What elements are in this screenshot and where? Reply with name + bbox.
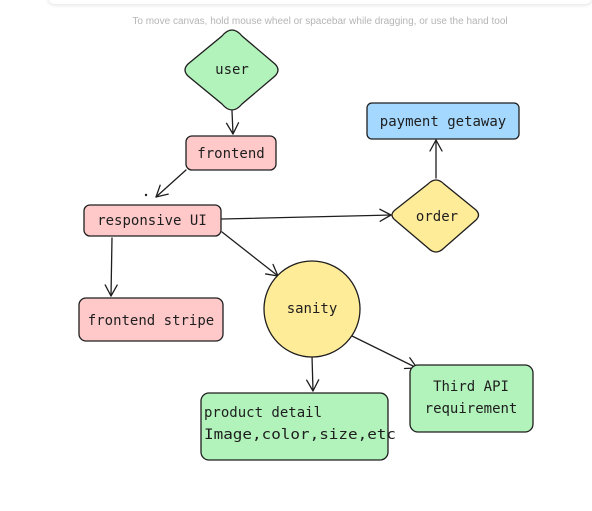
frontend-stripe-label: frontend stripe <box>88 313 214 329</box>
node-frontend-stripe[interactable]: frontend stripe <box>78 297 224 342</box>
node-product-detail[interactable]: product detail Image,color,size,etc <box>200 392 396 461</box>
frontend-stripe-box <box>78 297 224 342</box>
node-user[interactable]: user <box>184 29 279 111</box>
payment-gateway-box <box>366 102 520 140</box>
product-detail-box <box>200 392 389 461</box>
product-detail-label-line2: Image,color,size,etc <box>204 427 396 443</box>
node-order[interactable]: order <box>391 179 480 253</box>
payment-gateway-label: payment getaway <box>380 114 506 130</box>
responsive-ui-label: responsive UI <box>97 213 207 229</box>
node-sanity[interactable]: sanity <box>263 260 361 358</box>
arrows <box>104 110 443 392</box>
product-detail-label-line1: product detail <box>204 405 322 421</box>
third-api-box <box>409 364 534 433</box>
toolbar-edge <box>48 0 592 4</box>
third-api-label-line2: requirement <box>425 401 518 417</box>
sanity-circle <box>263 260 361 358</box>
order-diamond-shape <box>391 179 480 253</box>
order-label: order <box>416 209 458 225</box>
frontend-box <box>185 135 277 171</box>
user-diamond-shape <box>184 29 279 111</box>
node-responsive-ui[interactable]: responsive UI <box>83 204 222 237</box>
frontend-label: frontend <box>197 146 264 162</box>
third-api-label-line1: Third API <box>433 379 509 395</box>
node-payment-gateway[interactable]: payment getaway <box>366 102 520 140</box>
sanity-label: sanity <box>287 301 338 317</box>
arrow-responsive-ui-to-frontend-stripe[interactable] <box>104 237 118 297</box>
arrow-sanity-to-third-api[interactable] <box>349 334 418 370</box>
stray-dot <box>144 193 148 197</box>
responsive-ui-box <box>83 204 222 237</box>
node-third-api[interactable]: Third API requirement <box>409 364 534 433</box>
arrow-responsive-ui-to-sanity[interactable] <box>221 231 279 277</box>
arrow-sanity-to-product-detail[interactable] <box>306 355 320 392</box>
node-frontend[interactable]: frontend <box>185 135 277 171</box>
canvas-hint: To move canvas, hold mouse wheel or spac… <box>132 16 508 27</box>
arrow-user-to-frontend[interactable] <box>225 110 240 135</box>
user-label: user <box>215 62 249 78</box>
arrow-frontend-to-responsive-ui[interactable] <box>155 169 187 198</box>
arrow-responsive-ui-to-order[interactable] <box>221 208 392 222</box>
